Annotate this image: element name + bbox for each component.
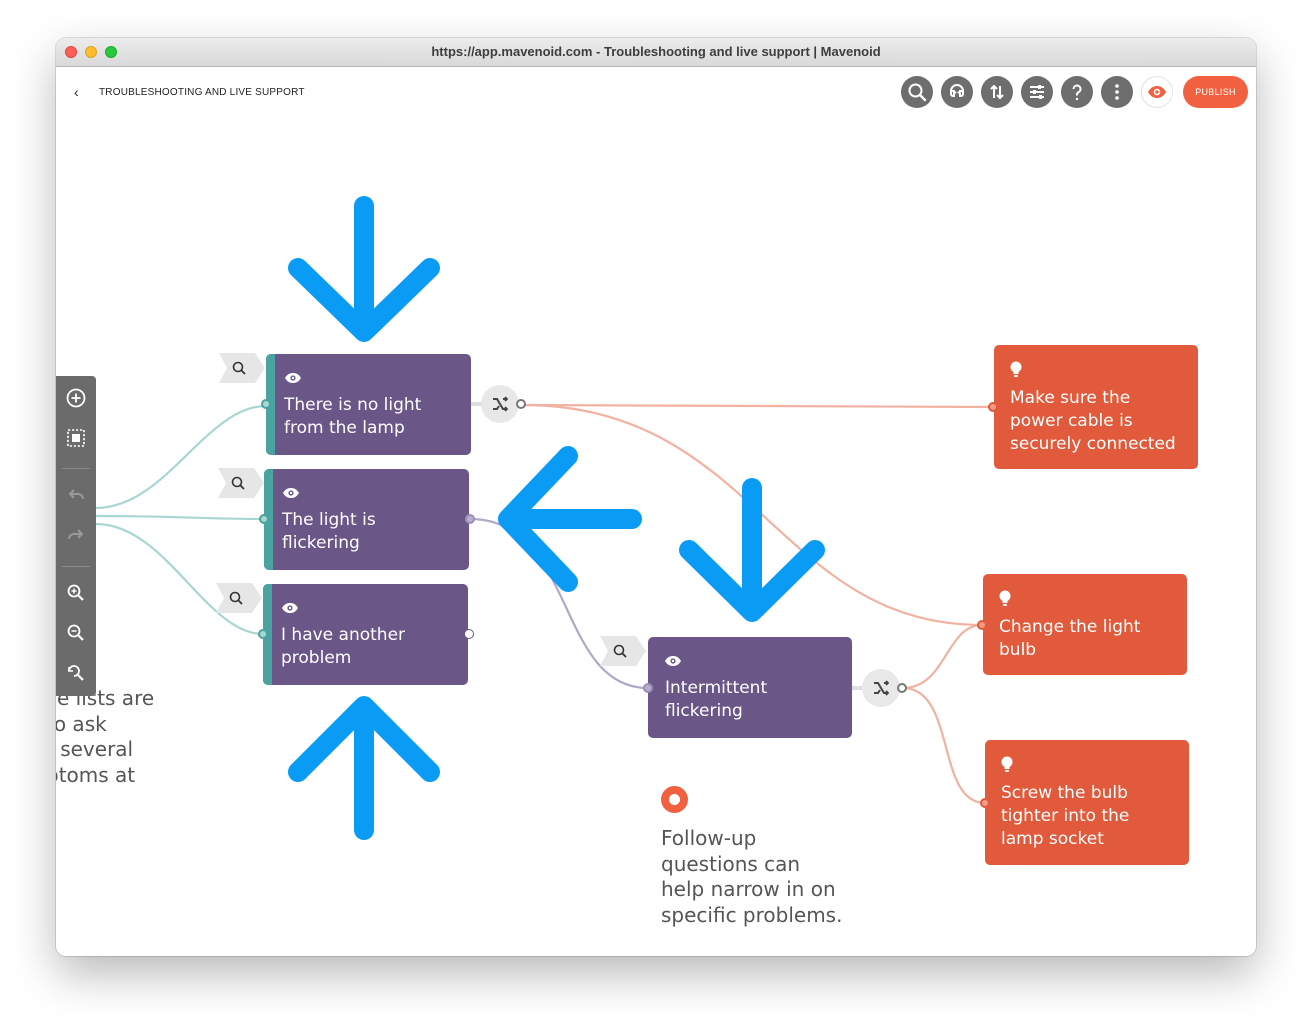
more-icon (1115, 84, 1119, 100)
lightbulb-icon (1001, 756, 1013, 772)
sliders-icon (1030, 85, 1044, 99)
branch-split-icon (874, 680, 890, 696)
zoom-reset-button[interactable] (64, 661, 88, 685)
more-button[interactable] (1101, 76, 1133, 108)
help-icon (1072, 84, 1082, 101)
undo-button[interactable] (64, 484, 88, 508)
title-bar: https://app.mavenoid.com - Troubleshooti… (56, 38, 1256, 67)
node-search-tag[interactable] (600, 636, 646, 666)
eye-icon (285, 373, 301, 383)
breadcrumb[interactable]: TROUBLESHOOTING AND LIVE SUPPORT (99, 87, 305, 98)
branch-button[interactable] (862, 669, 900, 707)
input-port[interactable] (261, 399, 271, 409)
wire-root-to-no-light (95, 404, 267, 510)
search-icon (613, 644, 627, 658)
add-node-button[interactable] (64, 386, 88, 410)
node-text: Intermittent flickering (665, 678, 768, 721)
zoom-in-button[interactable] (64, 581, 88, 605)
window-title: https://app.mavenoid.com - Troubleshooti… (431, 44, 881, 59)
lightbulb-icon (1010, 361, 1022, 377)
node-text: There is no light from the lamp (284, 395, 422, 438)
redo-button[interactable] (64, 524, 88, 548)
minimize-window-button[interactable] (85, 46, 97, 58)
node-search-tag[interactable] (218, 468, 264, 498)
node-text: I have another problem (281, 625, 406, 668)
wire-intermittent-to-bulb (902, 623, 983, 690)
eye-icon (283, 488, 299, 498)
live-support-button[interactable] (941, 76, 973, 108)
solution-node-screw-bulb[interactable]: Screw the bulb tighter into the lamp soc… (985, 740, 1189, 865)
input-port[interactable] (980, 798, 990, 808)
followup-note-text: Follow-up questions can help narrow in o… (661, 826, 843, 927)
lightbulb-icon (999, 590, 1011, 606)
symptom-node-another-problem[interactable]: I have another problem (263, 584, 468, 685)
output-port[interactable] (464, 629, 474, 639)
help-button[interactable] (1061, 76, 1093, 108)
followup-node-intermittent[interactable]: Intermittent flickering (648, 637, 852, 738)
input-port[interactable] (977, 620, 987, 630)
solution-node-change-bulb[interactable]: Change the light bulb (983, 574, 1187, 675)
search-icon (231, 476, 245, 490)
input-port[interactable] (258, 629, 268, 639)
sidebar-divider (62, 566, 90, 567)
undo-icon (68, 489, 84, 500)
sort-icon (990, 84, 1004, 100)
sort-button[interactable] (981, 76, 1013, 108)
left-note-text: ce lists are to ask t several ptoms at . (56, 686, 155, 787)
solution-text: Make sure the power cable is securely co… (1010, 388, 1176, 454)
select-area-button[interactable] (64, 426, 88, 450)
zoom-out-button[interactable] (64, 621, 88, 645)
zoom-out-icon (67, 624, 84, 641)
search-icon (908, 83, 927, 102)
search-icon (229, 591, 243, 605)
solution-node-power-cable[interactable]: Make sure the power cable is securely co… (994, 345, 1198, 469)
canvas-tools-sidebar (56, 376, 96, 696)
wire-no-light-to-cable (521, 403, 994, 409)
select-area-icon (67, 429, 85, 447)
preview-eye-icon (1148, 86, 1166, 98)
chat-support-icon (950, 84, 964, 97)
node-search-tag[interactable] (216, 583, 262, 613)
browser-window: https://app.mavenoid.com - Troubleshooti… (56, 38, 1256, 956)
output-port[interactable] (897, 683, 907, 693)
branch-button[interactable] (481, 385, 519, 423)
branch-split-icon (493, 396, 509, 412)
symptom-node-flickering[interactable]: The light is flickering (264, 469, 469, 570)
wire-no-light-to-bulb (521, 403, 983, 627)
input-port[interactable] (643, 683, 653, 693)
wire-intermittent-to-screw (902, 686, 986, 805)
add-circle-icon (66, 388, 86, 408)
output-port[interactable] (516, 399, 526, 409)
node-text: The light is flickering (282, 510, 376, 553)
input-port[interactable] (259, 514, 269, 524)
search-icon (232, 361, 246, 375)
symptom-node-no-light[interactable]: There is no light from the lamp (266, 354, 471, 455)
eye-icon (665, 656, 681, 666)
zoom-reset-icon (68, 665, 84, 681)
eye-icon (282, 603, 298, 613)
wire-root-to-another (95, 522, 264, 636)
redo-icon (68, 529, 84, 540)
sidebar-divider (62, 468, 90, 469)
settings-button[interactable] (1021, 76, 1053, 108)
preview-button[interactable] (1141, 76, 1173, 108)
back-icon[interactable]: ‹ (74, 84, 79, 100)
close-window-button[interactable] (65, 46, 77, 58)
solution-text: Change the light bulb (999, 617, 1141, 660)
hint-target-icon[interactable] (661, 786, 688, 813)
output-port[interactable] (465, 514, 475, 524)
wire-root-to-flickering (95, 514, 265, 521)
node-search-tag[interactable] (219, 353, 265, 383)
search-button[interactable] (901, 76, 933, 108)
zoom-window-button[interactable] (105, 46, 117, 58)
solution-text: Screw the bulb tighter into the lamp soc… (1001, 783, 1130, 849)
publish-button[interactable]: PUBLISH (1183, 76, 1248, 108)
zoom-in-icon (67, 584, 84, 601)
input-port[interactable] (988, 402, 998, 412)
